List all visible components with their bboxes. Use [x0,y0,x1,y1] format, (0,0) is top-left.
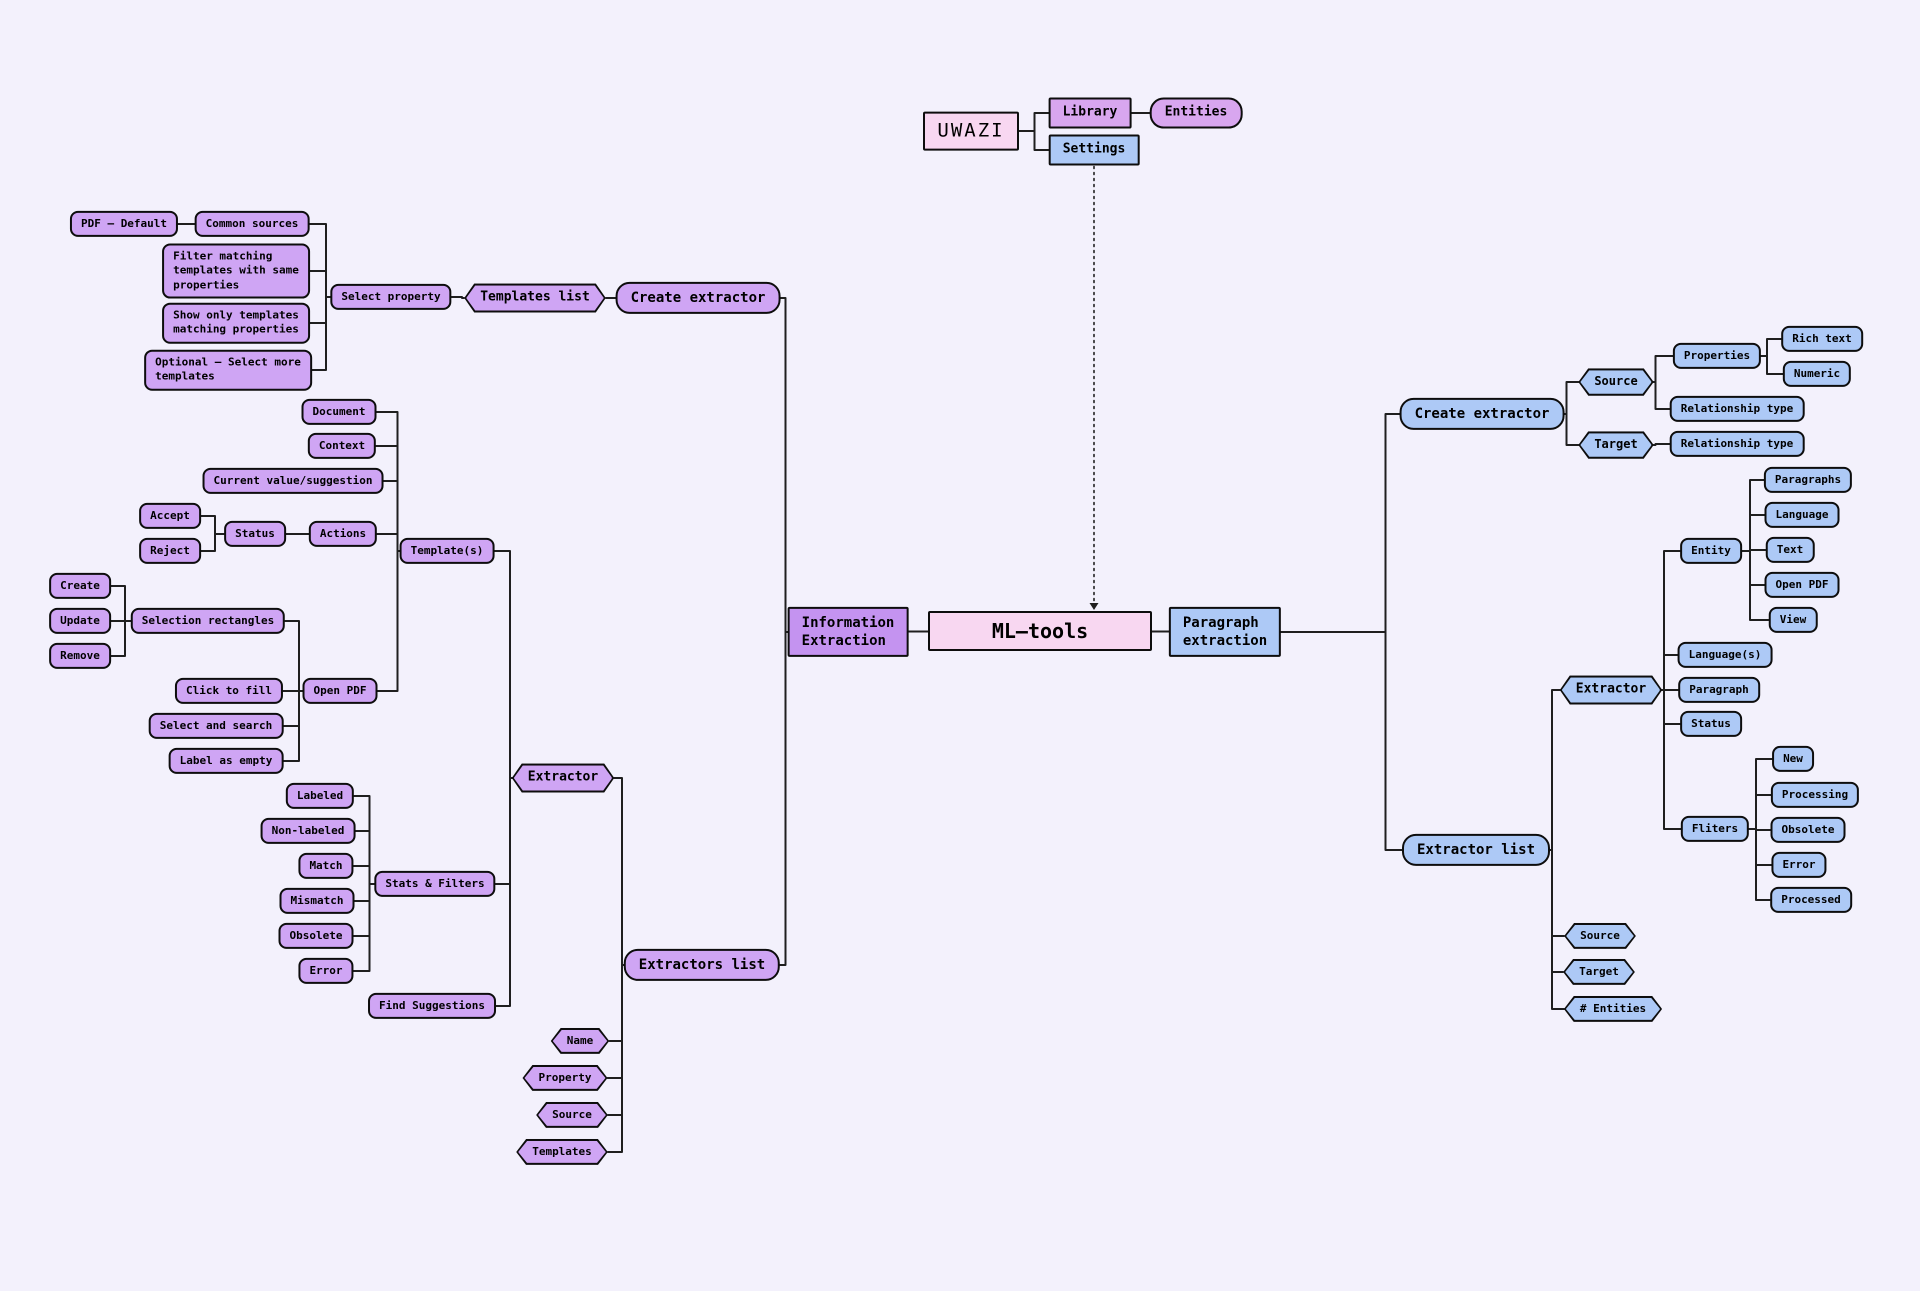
node-status-l: Status [224,520,286,548]
node-info-extraction: Information Extraction [787,606,909,658]
node-extractor-l: Extractor [512,764,614,793]
node-reject: Reject [139,537,201,565]
node-rel-type-2: Relationship type [1669,430,1805,458]
node-label: Target [1580,433,1651,457]
node-click-to-fill: Click to fill [174,677,284,705]
node-target-hex-r: Target [1563,959,1635,985]
node-match: Match [298,852,354,880]
node-source-hex-l: Source [536,1102,608,1128]
node-label: Extractor [1562,678,1660,703]
node-obsolete-l: Obsolete [278,922,354,950]
node-languages: Language(s) [1677,641,1773,669]
node-templates-hex: Templates [516,1139,608,1165]
node-library: Library [1048,97,1132,129]
node-label: Templates list [466,286,604,311]
node-language: Language [1764,501,1840,529]
node-source-r: Source [1578,368,1653,396]
node-paragraph: Paragraph [1678,676,1760,704]
node-show-only: Show only templates matching properties [162,302,310,344]
node-label: Extractor [514,766,612,791]
node-obsolete-r: Obsolete [1770,816,1846,844]
node-label: Target [1565,961,1633,983]
node-processed: Processed [1770,886,1852,914]
node-settings: Settings [1048,134,1140,166]
node-name-hex: Name [551,1028,610,1054]
node-select-and-search: Select and search [148,712,284,740]
node-context: Context [307,432,377,460]
node-select-property: Select property [330,283,452,311]
node-selection-rectangles: Selection rectangles [130,607,286,635]
node-update: Update [49,607,111,635]
node-ml-tools: ML–tools [928,611,1152,651]
node-accept: Accept [139,502,201,530]
node-extractor-list-r: Extractor list [1401,833,1551,867]
node-labeled: Labeled [285,782,355,810]
node-para-extraction: Paragraph extraction [1168,606,1282,658]
node-label: Source [1566,925,1634,947]
node-label: Source [538,1104,606,1126]
node-filter-matching: Filter matching templates with same prop… [162,243,310,299]
node-find-suggestions: Find Suggestions [368,992,496,1020]
node-open-pdf-l: Open PDF [302,677,378,705]
node-entities-hex: # Entities [1564,996,1662,1022]
node-rel-type-1: Relationship type [1669,395,1805,423]
node-view: View [1768,606,1818,634]
node-uwazi: UWAZI [923,111,1019,151]
node-pdf-default: PDF – Default [69,210,179,238]
node-label: Templates [518,1141,606,1163]
node-templates-node: Template(s) [399,537,495,565]
node-status-r: Status [1680,710,1742,738]
node-numeric: Numeric [1782,360,1852,388]
node-label: Name [553,1030,608,1052]
node-processing: Processing [1770,781,1860,809]
node-actions: Actions [308,520,378,548]
node-document: Document [301,398,377,426]
node-templates-list: Templates list [464,284,606,313]
node-label-as-empty: Label as empty [168,747,284,775]
node-create-extractor-r: Create extractor [1399,397,1565,431]
node-new-n: New [1772,745,1814,773]
node-properties: Properties [1672,342,1762,370]
node-source-hex-r: Source [1564,923,1636,949]
node-non-labeled: Non-labeled [260,817,356,845]
node-optional-select: Optional – Select more templates [144,349,312,391]
node-mismatch: Mismatch [279,887,355,915]
node-rich-text: Rich text [1781,325,1863,353]
node-current-value: Current value/suggestion [202,467,384,495]
node-open-pdf-r: Open PDF [1764,571,1840,599]
node-property-hex: Property [523,1065,608,1091]
node-remove: Remove [49,642,111,670]
node-entity: Entity [1680,537,1742,565]
node-label: Source [1580,370,1651,394]
node-error-l: Error [298,957,354,985]
node-extractor-r: Extractor [1560,676,1662,705]
node-create-extractor-l: Create extractor [615,281,781,315]
node-extractors-list: Extractors list [623,948,781,982]
node-label: Property [525,1067,606,1089]
node-fliters: Fliters [1680,815,1750,843]
node-label: # Entities [1566,998,1660,1020]
node-error-r: Error [1771,851,1827,879]
node-text-n: Text [1765,536,1815,564]
node-target-r: Target [1578,431,1653,459]
node-create: Create [49,572,111,600]
node-common-sources: Common sources [194,210,310,238]
node-paragraphs: Paragraphs [1763,466,1853,494]
node-stats-filters: Stats & Filters [374,870,496,898]
node-entities-top: Entities [1149,97,1243,129]
